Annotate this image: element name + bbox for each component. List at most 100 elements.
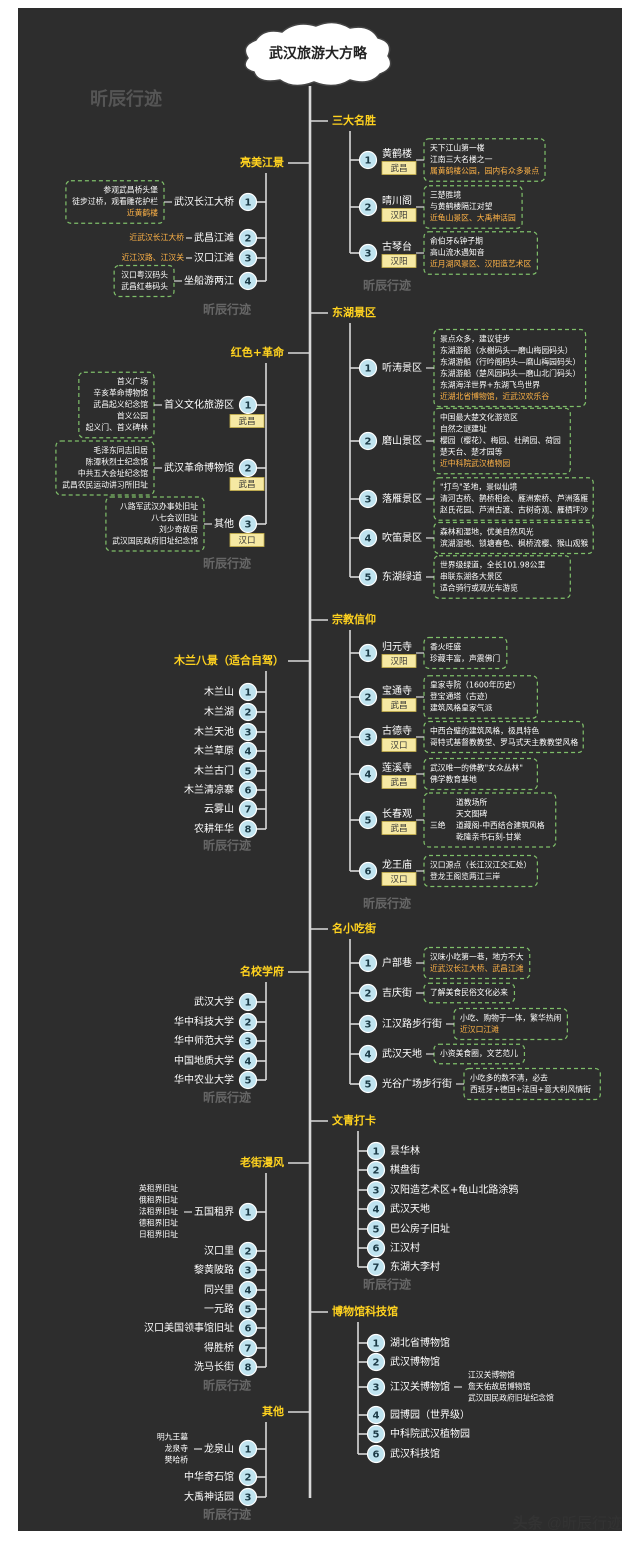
right-category-2-item-4-notes-note-0: 道教场所	[456, 797, 487, 807]
right-category-2-item-0-notes-note-0: 香火旺盛	[430, 641, 461, 651]
right-category-4-item-2-label: 汉阳造艺术区+龟山北路涂鸦	[390, 1183, 518, 1196]
right-category-4-item-1-label: 棋盘街	[390, 1163, 420, 1176]
right-category-2-item-1-notes-box	[423, 675, 538, 719]
right-category-2-item-4-node	[358, 810, 378, 830]
left-category-1-item-2-notes-note-0: 八路军武汉办事处旧址	[120, 501, 198, 511]
left-category-1-item-1-notes-note-3: 武昌农民运动讲习所旧址	[62, 479, 148, 489]
right-category-5-item-2-notes-note-1: 詹天佑故居博物馆	[468, 1381, 531, 1391]
left-category-0-item-0-notes-note-0: 参观武昌桥头堡	[103, 185, 158, 195]
right-category-5-item-3-label: 园博园（世界级）	[390, 1408, 470, 1421]
right-category-5-item-3-node-number: 4	[373, 1411, 380, 1422]
left-category-0-item-3-notes-note-1: 武昌红巷码头	[121, 281, 168, 291]
left-category-5-item-2-node	[238, 1487, 258, 1507]
right-category-1-item-0-notes-note-5: 近湖北省博物馆，近武汉欢乐谷	[440, 391, 549, 401]
footer-brand: 头条	[512, 1515, 543, 1532]
right-category-5-item-2-label: 江汉关博物馆	[390, 1380, 450, 1393]
left-category-0-item-1-inline: 近武汉长江大桥	[129, 232, 184, 242]
right-category-2-item-2-notes-note-1: 哥特式基督教教堂、罗马式天主教教堂风格	[430, 737, 578, 747]
left-category-2-item-4-node-number: 5	[245, 767, 252, 778]
left-category-1-watermark: 昕辰行迹	[203, 556, 251, 571]
left-category-0-label: 亮美江景	[240, 155, 284, 169]
left-category-5-item-1-label: 中华奇石馆	[184, 1470, 234, 1483]
right-category-4-label: 文青打卡	[332, 1113, 376, 1127]
right-category-1-item-2-notes-note-2: 赵氏花园、芦洲古渡、古树奇观、雁栖坪沙	[440, 505, 588, 515]
left-category-1-item-2-tag	[229, 533, 265, 547]
right-category-3-item-2-notes-note-0: 小吃、购物于一体，繁华热闹	[460, 1012, 562, 1022]
left-category-4-item-1-node-number: 2	[245, 1247, 252, 1258]
left-category-2-item-6-node	[238, 799, 258, 819]
right-category-5-item-1-node-number: 2	[373, 1358, 380, 1369]
left-category-1-item-0-node	[238, 395, 258, 415]
right-category-0-item-0-notes-note-1: 江南三大名楼之一	[430, 154, 493, 164]
left-category-2-item-1-label: 木兰湖	[204, 705, 234, 718]
right-category-1-item-4-node	[358, 567, 378, 587]
left-category-0-item-0-node-number: 1	[245, 198, 252, 209]
right-category-2-item-2-node	[358, 727, 378, 747]
left-category-3-item-2-node	[238, 1031, 258, 1051]
right-category-1-item-0-label: 听涛景区	[382, 361, 422, 374]
left-category-1-item-1-node-number: 2	[245, 464, 252, 475]
right-category-2-item-4-notes-note-2: 道藏阁-中西结合建筑风格	[456, 820, 545, 830]
right-category-1-item-1-notes-note-0: 中国最大楚文化游览区	[440, 412, 518, 422]
right-category-0-item-2-tag-text: 汉阳	[390, 257, 407, 267]
right-category-4-item-4-node	[366, 1219, 386, 1239]
right-category-1-item-4-notes-note-0: 世界级绿道，全长101.98公里	[440, 560, 545, 570]
right-category-3-item-4-notes-box	[463, 1067, 601, 1101]
left-category-1-item-1-notes-box	[55, 440, 155, 496]
left-category-2-item-7-label: 农耕年华	[194, 822, 234, 835]
left-category-2-item-3-node-number: 4	[245, 747, 252, 758]
left-category-4-item-2-node	[238, 1260, 258, 1280]
left-category-0-item-2-label: 汉口江滩	[194, 251, 234, 264]
right-category-4-item-4-label: 巴公房子旧址	[390, 1222, 450, 1235]
left-category-1-item-1-notes-note-0: 毛泽东同志旧居	[93, 445, 148, 455]
left-category-1-item-0-notes-note-1: 辛亥革命博物馆	[93, 388, 148, 398]
right-category-2-item-2-tag	[381, 738, 417, 752]
left-category-0-item-3-notes-note-0: 汉口粤汉码头	[121, 269, 168, 279]
right-category-5-item-0-label: 湖北省博物馆	[390, 1336, 450, 1349]
left-category-4-item-3-node	[238, 1280, 258, 1300]
right-category-1-item-0-notes-note-2: 东湖游船（行吟阁码头—磨山梅园码头）	[440, 356, 580, 366]
right-category-0-item-0-notes-note-0: 天下江山第一楼	[430, 143, 485, 153]
left-category-1-item-1-tag-text: 武昌	[238, 479, 255, 490]
left-category-1-item-2-notes-note-3: 武汉国民政府旧址纪念馆	[112, 535, 198, 545]
right-category-2-item-4-notes-note-1: 天文图碑	[456, 808, 487, 818]
left-category-3-item-0-label: 武汉大学	[194, 995, 234, 1008]
right-category-2-item-5-tag-text: 汉口	[390, 875, 407, 885]
right-category-0-watermark: 昕辰行迹	[363, 278, 411, 293]
left-category-3-item-3-node	[238, 1051, 258, 1071]
left-category-5-label: 其他	[262, 1404, 284, 1418]
right-category-1-item-3-label: 吹笛景区	[382, 531, 422, 544]
right-category-2-item-4-tag	[381, 821, 417, 835]
right-category-0-item-0-label: 黄鹤楼	[382, 147, 412, 160]
right-category-4-item-5-label: 江汉村	[390, 1241, 420, 1254]
right-category-2-item-1-tag-text: 武昌	[390, 700, 407, 711]
right-category-2-item-4-tag-text: 武昌	[390, 823, 407, 834]
right-category-2-item-1-node-number: 2	[365, 693, 372, 704]
left-category-2-item-2-label: 木兰天池	[194, 725, 234, 738]
right-category-4-item-0-label: 昙华林	[390, 1144, 420, 1157]
right-category-0-item-2-node	[358, 243, 378, 263]
left-category-2-item-1-node-number: 2	[245, 708, 252, 719]
right-category-2-item-3-tag	[381, 775, 417, 789]
right-category-1-item-1-node-number: 2	[365, 437, 372, 448]
watermark-top: 昕辰行迹	[90, 88, 162, 110]
left-category-2-item-7-node	[238, 819, 258, 839]
right-category-0-item-2-tag	[381, 254, 417, 268]
left-category-3-item-4-node-number: 5	[245, 1076, 252, 1087]
left-category-2-item-4-node	[238, 761, 258, 781]
right-category-2-item-1-tag	[381, 698, 417, 712]
left-category-4-item-6-label: 得胜桥	[204, 1342, 234, 1354]
right-category-1-item-1-notes-note-3: 楚天台、楚才园等	[440, 447, 503, 457]
left-category-4-item-0-notes-note-2: 法租界旧址	[139, 1206, 178, 1216]
left-category-5-item-2-label: 大禹神话园	[184, 1490, 234, 1503]
right-category-4-item-2-node-number: 3	[373, 1186, 380, 1197]
right-category-1-item-3-notes-note-0: 森林和湿地，优美自然风光	[440, 526, 534, 536]
left-category-1-item-2-notes-note-1: 八七会议旧址	[151, 512, 198, 522]
left-category-1-item-2-label: 其他	[214, 517, 234, 530]
left-category-5-watermark: 昕辰行迹	[203, 1507, 251, 1522]
right-category-4-item-0-node-number: 1	[373, 1147, 380, 1158]
right-category-2-item-0-notes-box	[423, 636, 508, 670]
left-category-2-item-3-label: 木兰草原	[194, 744, 234, 757]
right-category-1-item-1-notes-note-4: 近中科院武汉植物园	[440, 458, 510, 468]
left-category-4-item-4-label: 一元路	[204, 1302, 234, 1315]
